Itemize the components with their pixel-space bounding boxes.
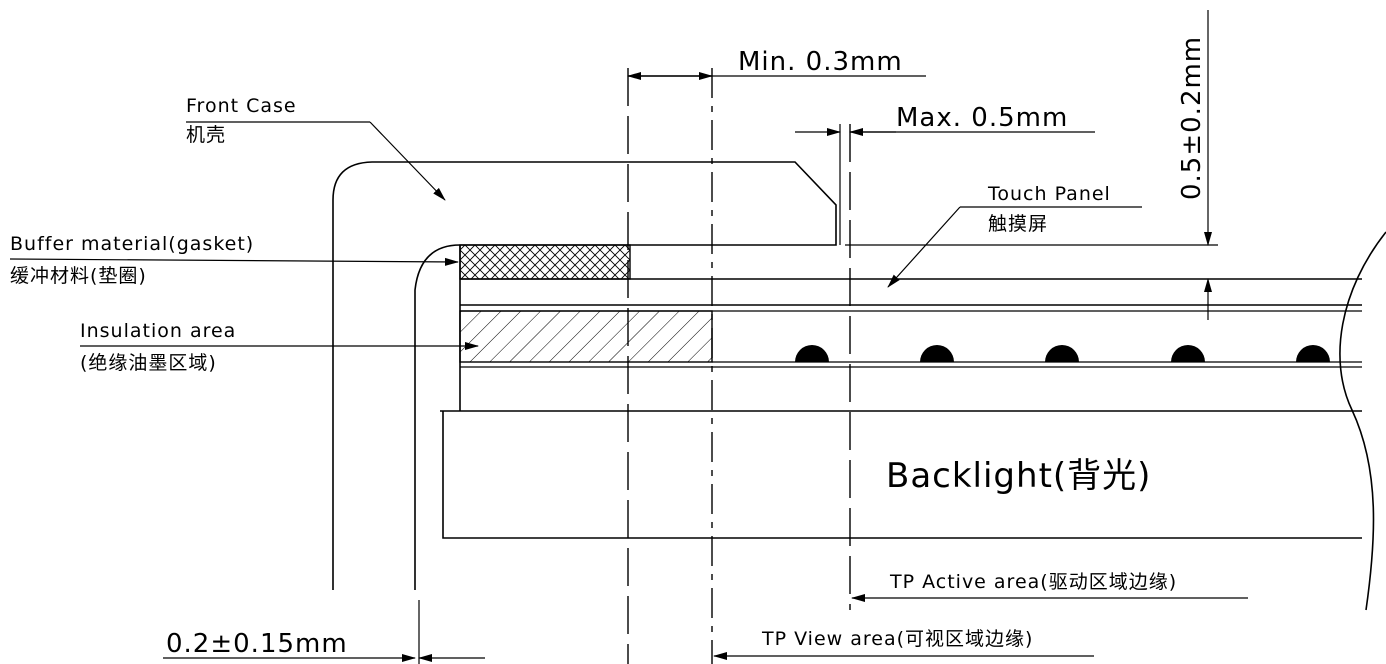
spacer-dot	[1296, 345, 1330, 362]
tp-view-label: TP View area(可视区域边缘)	[761, 628, 1033, 650]
break-line	[1339, 231, 1386, 611]
insulation-label: Insulation area	[80, 320, 236, 342]
backlight-label: Backlight(背光)	[886, 456, 1151, 496]
min-gap-label: Min. 0.3mm	[738, 47, 903, 77]
callout-front-case: Front Case 机壳	[186, 95, 446, 201]
side-gap-label: 0.2±0.15mm	[166, 629, 348, 659]
reference-lines	[627, 68, 851, 664]
insulation-label-cn: (绝缘油墨区域)	[80, 352, 217, 374]
dimension-min-gap: Min. 0.3mm	[627, 47, 926, 80]
backlight-block	[442, 411, 1362, 539]
callout-insulation: Insulation area (绝缘油墨区域)	[80, 320, 479, 374]
dimension-vertical-gap: 0.5±0.2mm	[845, 10, 1218, 320]
touch-panel-label: Touch Panel	[987, 183, 1111, 205]
max-gap-label: Max. 0.5mm	[896, 103, 1068, 133]
buffer-label-cn: 缓冲材料(垫圈)	[10, 265, 147, 287]
buffer-label: Buffer material(gasket)	[10, 233, 254, 255]
spacer-dot	[1045, 345, 1079, 362]
insulation-area	[459, 310, 713, 363]
front-case-label: Front Case	[186, 95, 297, 117]
callout-buffer: Buffer material(gasket) 缓冲材料(垫圈)	[9, 233, 459, 287]
buffer-gasket	[459, 244, 631, 280]
front-case	[332, 161, 837, 590]
spacer-dots	[795, 345, 1330, 362]
spacer-dot	[1171, 345, 1205, 362]
callout-tp-active: TP Active area(驱动区域边缘)	[851, 571, 1248, 602]
vertical-gap-label: 0.5±0.2mm	[1177, 36, 1207, 200]
dimension-max-gap: Max. 0.5mm	[795, 103, 1095, 136]
callout-touch-panel: Touch Panel 触摸屏	[887, 183, 1142, 288]
dimension-side-gap: 0.2±0.15mm	[163, 600, 485, 664]
spacer-dot	[920, 345, 954, 362]
spacer-dot	[795, 345, 829, 362]
tp-active-label: TP Active area(驱动区域边缘)	[889, 571, 1177, 593]
front-case-label-cn: 机壳	[186, 124, 226, 146]
touch-panel-label-cn: 触摸屏	[988, 213, 1048, 235]
callout-tp-view: TP View area(可视区域边缘)	[713, 628, 1094, 660]
